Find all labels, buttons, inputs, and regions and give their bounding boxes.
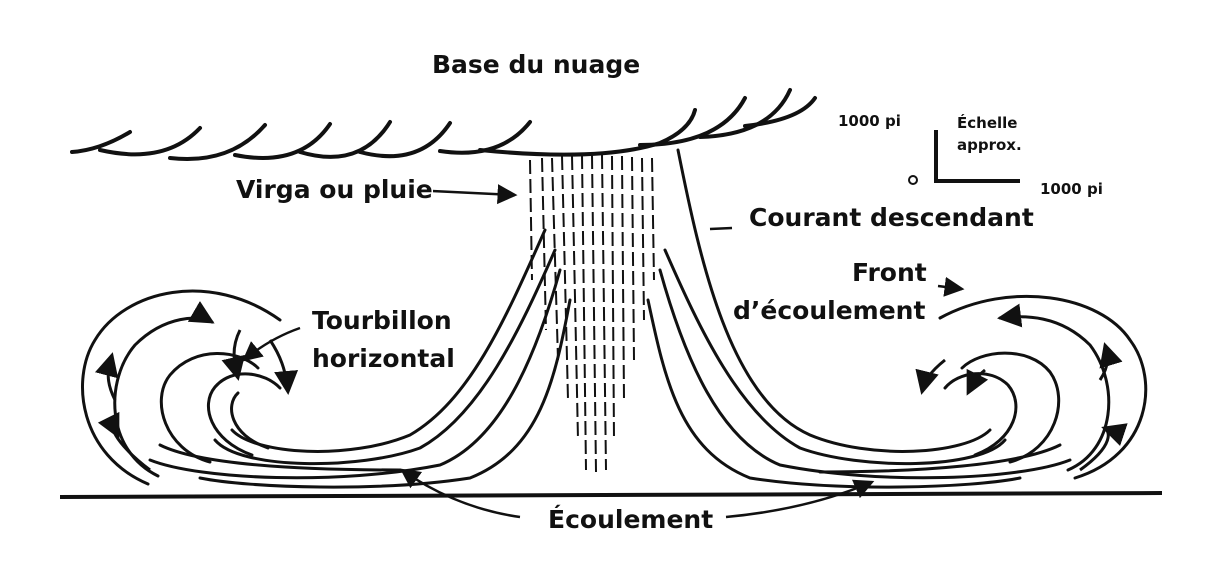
downdraft-label: Courant descendant <box>749 203 1034 233</box>
front-pointer <box>937 276 965 297</box>
virga-label: Virga ou pluie <box>236 175 433 205</box>
vortex-label-line2: horizontal <box>312 344 455 374</box>
scale-horizontal-label: 1000 pi <box>1040 180 1103 198</box>
scale-title-line2: approx. <box>957 136 1022 154</box>
outflow-label: Écoulement <box>548 505 714 535</box>
scale-title-line1: Échelle <box>957 114 1018 132</box>
ground-line <box>59 491 1163 499</box>
label-pointers <box>242 184 965 519</box>
left-vortex-arrows <box>94 329 299 472</box>
scale-vertical-label: 1000 pi <box>838 112 901 130</box>
outflow-pointer-right <box>725 479 875 519</box>
scale-origin-marker <box>908 175 918 185</box>
right-vortex-arrows <box>915 342 1128 472</box>
virga-streaks <box>529 154 655 473</box>
vortex-pointer <box>242 326 301 362</box>
cloud-base-label: Base du nuage <box>432 50 641 80</box>
outflow-front-label-line1: Front <box>852 258 927 288</box>
scale-indicator <box>908 130 1020 185</box>
cloud-base-outline <box>70 88 817 161</box>
outflow-front-label-line2: d’écoulement <box>733 296 926 326</box>
vortex-label-line1: Tourbillon <box>312 306 452 336</box>
virga-pointer <box>431 184 518 205</box>
outflow-pointer-left <box>399 468 521 519</box>
downdraft-pointer <box>709 226 733 231</box>
